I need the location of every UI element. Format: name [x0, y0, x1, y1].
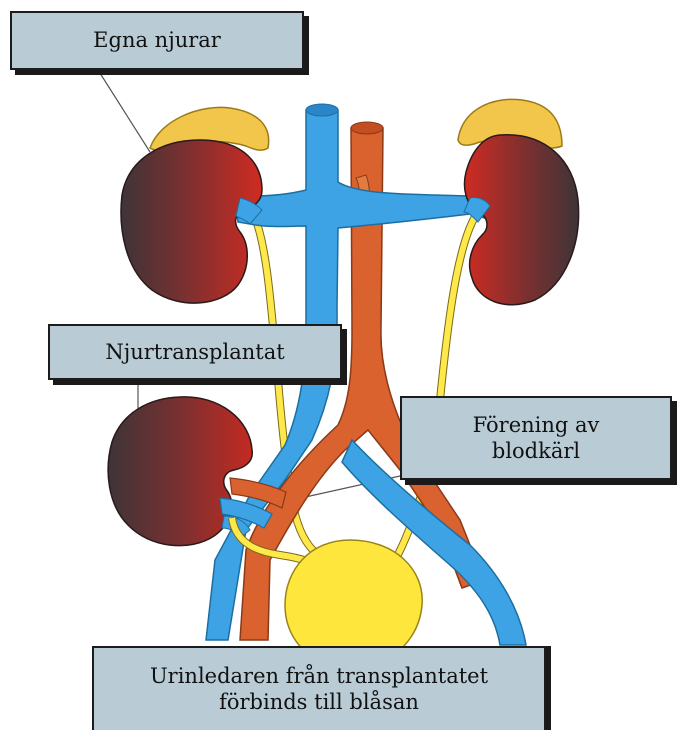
- label-ureter: Urinledaren från transplantatet förbinds…: [92, 646, 546, 730]
- label-own-kidneys: Egna njurar: [10, 11, 304, 70]
- label-vessel-union-line2: blodkärl: [473, 438, 600, 464]
- label-transplant: Njurtransplantat: [48, 324, 342, 380]
- label-ureter-line1: Urinledaren från transplantatet: [150, 663, 488, 689]
- label-own-kidneys-text: Egna njurar: [93, 27, 221, 53]
- kidney-right: [465, 135, 579, 305]
- label-transplant-text: Njurtransplantat: [105, 339, 284, 365]
- label-ureter-line2: förbinds till blåsan: [150, 689, 488, 715]
- label-vessel-union: Förening av blodkärl: [400, 396, 672, 480]
- label-vessel-union-line1: Förening av: [473, 412, 600, 438]
- leader-own-kidneys: [98, 70, 150, 152]
